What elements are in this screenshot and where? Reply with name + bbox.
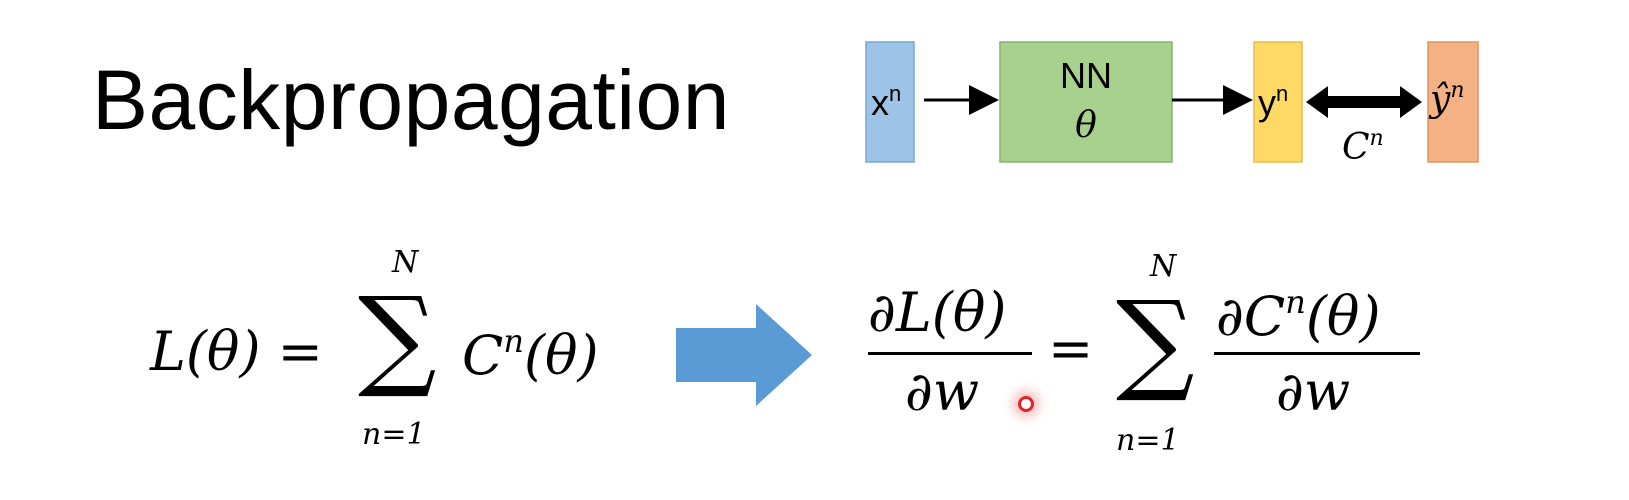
slide-title: Backpropagation [92,53,730,147]
cost-double-arrow [1306,86,1422,118]
sum-lower-limit: n=1 [362,417,426,452]
gradient-numerator: ∂L(θ) [868,281,1007,344]
input-box [865,41,915,163]
input-label: xn [871,81,902,123]
cost-gradient-numerator: ∂Cn(θ) [1216,283,1381,348]
sum-symbol: ∑ [358,273,437,401]
cost-gradient-denominator: ∂w [1276,360,1351,423]
target-label: ŷn [1430,78,1465,120]
output-box [1253,41,1303,163]
laser-pointer-dot [1018,396,1034,412]
gradient-equals: = [1048,317,1094,380]
gradient-fraction-bar [868,352,1032,355]
loss-lhs: L(θ) = [150,320,323,383]
cost-label: Cn [1342,126,1384,168]
cost-term: Cn(θ) [462,322,599,387]
network-label: NN θ [1060,55,1112,146]
implies-arrow [676,304,812,406]
gradient-denominator: ∂w [905,360,980,423]
gradient-sum-lower: n=1 [1116,423,1180,458]
cost-gradient-fraction-bar [1214,352,1420,355]
gradient-sum-upper: N [1150,249,1177,284]
output-label: yn [1258,81,1289,123]
network-box [999,41,1173,163]
gradient-sum-symbol: ∑ [1116,277,1195,405]
target-box [1427,41,1479,163]
sum-upper-limit: N [392,245,419,280]
